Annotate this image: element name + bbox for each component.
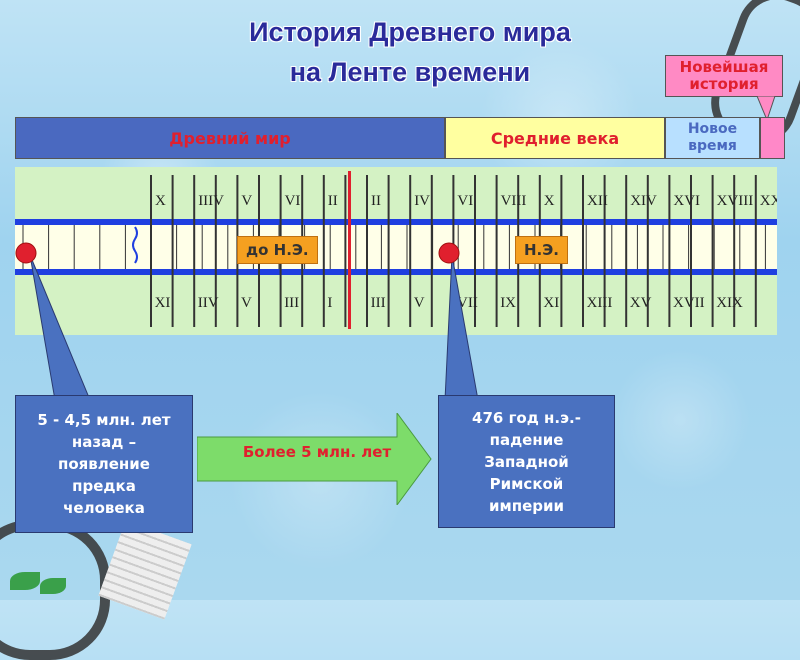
top-numeral: V xyxy=(241,193,252,209)
arrow-shape xyxy=(196,411,432,507)
bottom-numeral: VII xyxy=(457,295,478,311)
bottom-numeral: XIII xyxy=(587,295,613,311)
top-numeral: VIII xyxy=(501,193,527,209)
top-numeral: X xyxy=(544,193,555,209)
left-callout-pointer xyxy=(29,254,91,401)
note-fall-of-rome: 476 год н.э.- падение Западной Римской и… xyxy=(438,395,615,528)
bc-label: до Н.Э. xyxy=(237,236,318,264)
era-new-time: Новое время xyxy=(665,117,760,159)
top-numeral: II xyxy=(371,193,381,209)
timeline-bottom-line xyxy=(15,269,777,275)
note-right-line: империи xyxy=(488,496,565,515)
top-numeral: XII xyxy=(587,193,608,209)
note-left-line: предка xyxy=(72,477,136,495)
note-right-line: падение xyxy=(489,430,564,449)
timeline-band xyxy=(15,223,777,271)
timeline-break xyxy=(132,226,138,264)
era-latest-history xyxy=(760,117,785,159)
note-human-ancestor: 5 - 4,5 млн. лет назад – появление предк… xyxy=(15,395,193,533)
era-divider xyxy=(348,171,351,329)
bottom-numeral: III xyxy=(371,295,386,311)
latest-history-line-2: история xyxy=(689,75,759,93)
bottom-numeral: V xyxy=(241,295,252,311)
fall-rome-marker xyxy=(438,242,460,264)
top-numeral: X xyxy=(155,193,166,209)
start-marker xyxy=(15,242,37,264)
bottom-numeral: V xyxy=(414,295,425,311)
note-left-line: человека xyxy=(63,499,145,517)
bottom-numeral: XVII xyxy=(673,295,705,311)
latest-history-pointer xyxy=(756,96,776,122)
note-right-line: Западной xyxy=(484,452,569,471)
top-numeral: XIV xyxy=(630,193,657,209)
note-right-line: 476 год н.э.- xyxy=(472,408,581,427)
note-right-line: Римской xyxy=(489,474,564,493)
bottom-numeral: IIV xyxy=(198,295,219,311)
bottom-numeral: XV xyxy=(630,295,652,311)
era-new-line-2: время xyxy=(688,138,737,154)
right-callout-pointer xyxy=(444,254,479,401)
bottom-numeral: XIX xyxy=(716,295,743,311)
ad-label: Н.Э. xyxy=(515,236,568,264)
bottom-numeral: XI xyxy=(543,295,559,311)
top-numeral: II xyxy=(328,193,338,209)
title-line-2: на Ленте времени xyxy=(289,57,531,87)
era-middle-ages: Средние века xyxy=(445,117,665,159)
callout-pointers xyxy=(15,242,479,401)
latest-history-line-1: Новейшая xyxy=(679,58,769,76)
era-new-line-1: Новое xyxy=(687,121,738,137)
top-numeral: IIIV xyxy=(198,193,224,209)
note-left-line: появление xyxy=(57,455,150,473)
latest-history-label: Новейшая история xyxy=(665,55,783,97)
note-left-line: 5 - 4,5 млн. лет xyxy=(37,411,171,429)
top-numeral: XVI xyxy=(673,193,700,209)
top-numeral: XVIII xyxy=(717,193,754,209)
leaf-decoration xyxy=(10,572,40,590)
leaf-decoration xyxy=(40,578,66,594)
top-numeral: XX xyxy=(760,193,777,209)
bottom-numeral: III xyxy=(284,295,299,311)
era-ancient-world: Древний мир xyxy=(15,117,445,159)
title-line-1: История Древнего мира xyxy=(249,17,571,47)
page-title: История Древнего мира на Ленте времени xyxy=(150,12,670,92)
top-numeral: IV xyxy=(414,193,430,209)
bottom-numeral: IX xyxy=(500,295,516,311)
timeline-top-line xyxy=(15,219,777,225)
bottom-numeral: I xyxy=(327,295,332,311)
top-numeral: VI xyxy=(285,193,301,209)
note-left-line: назад – xyxy=(71,433,137,451)
duration-arrow: Более 5 млн. лет xyxy=(196,411,433,507)
top-numeral: VI xyxy=(457,193,473,209)
arrow-label: Более 5 млн. лет xyxy=(242,443,392,461)
bottom-numeral: XI xyxy=(155,295,171,311)
